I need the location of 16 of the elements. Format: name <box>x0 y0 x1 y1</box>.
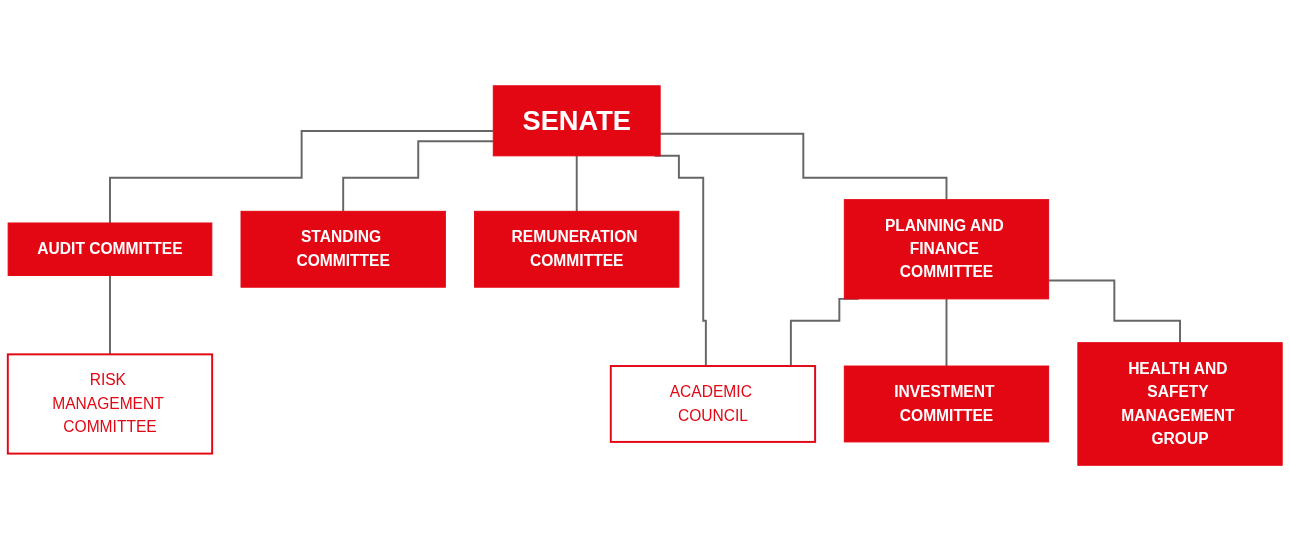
node-box: REMUNERATION COMMITTEE <box>474 210 680 288</box>
node-box: STANDING COMMITTEE <box>240 210 446 288</box>
node-box: AUDIT COMMITTEE <box>7 222 213 276</box>
connector <box>945 297 948 367</box>
node-box: SENATE <box>492 85 661 157</box>
connector <box>1047 279 1181 344</box>
node-box: HEALTH AND SAFETY MANAGEMENT GROUP <box>1077 342 1283 466</box>
connector <box>575 154 578 213</box>
node-box: PLANNING AND FINANCE COMMITTEE <box>843 199 1050 300</box>
connector <box>342 140 495 213</box>
connector <box>109 274 111 356</box>
connector <box>109 130 495 224</box>
node-box: RISK MANAGEMENT COMMITTEE <box>6 353 214 455</box>
connector <box>659 132 948 201</box>
node-box: ACADEMIC COUNCIL <box>609 365 817 443</box>
node-box: INVESTMENT COMMITTEE <box>843 365 1050 443</box>
